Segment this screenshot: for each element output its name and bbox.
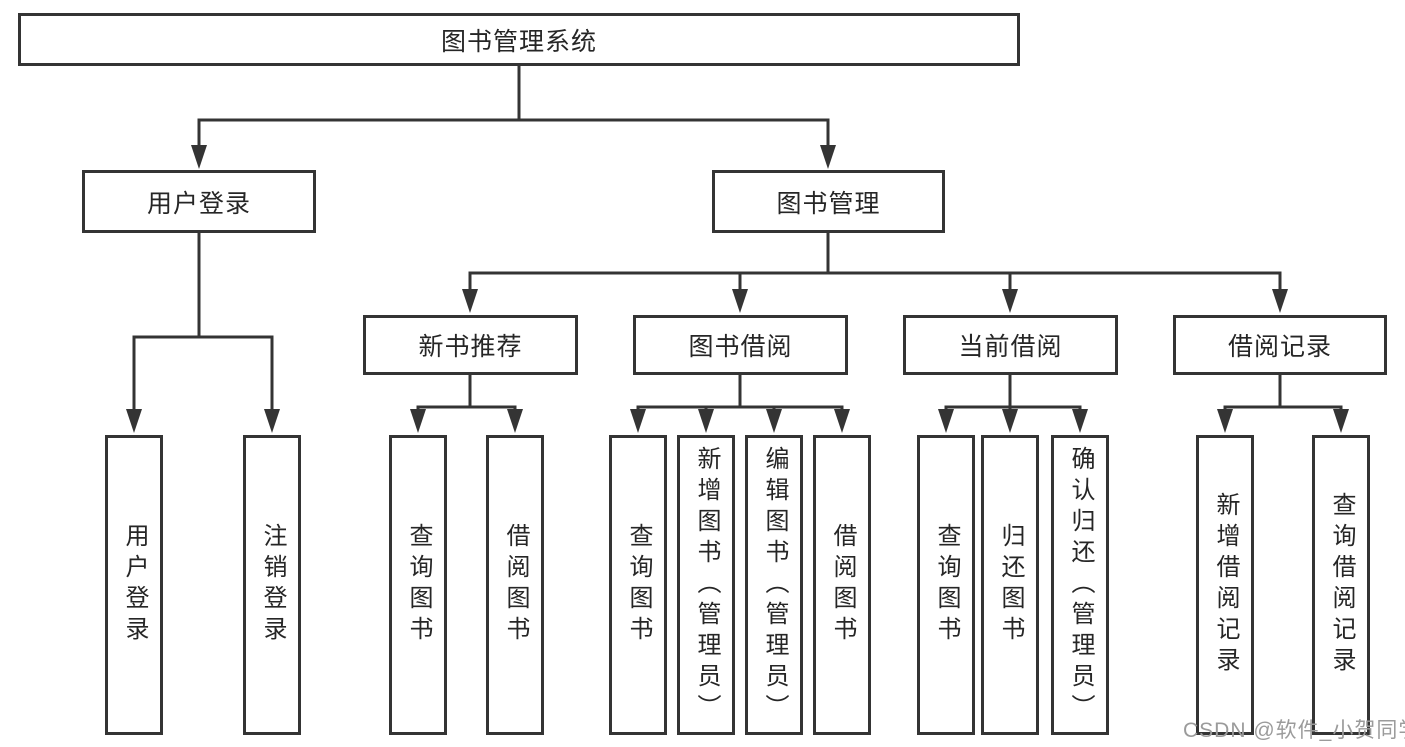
leaf-label: 归还图书 [997, 523, 1024, 647]
connector-borrow-record-to-leaves [1217, 375, 1349, 433]
leaf-borrow-books-2: 借阅图书 [813, 435, 871, 735]
node-current-borrow: 当前借阅 [903, 315, 1118, 375]
leaf-label: 用户登录 [121, 523, 148, 647]
connector-user-login-to-leaves [126, 233, 280, 433]
node-user-login: 用户登录 [82, 170, 316, 233]
leaf-add-borrow-record: 新增借阅记录 [1196, 435, 1254, 735]
connector-root-to-level2 [191, 66, 836, 169]
node-book-borrow: 图书借阅 [633, 315, 848, 375]
leaf-label: 确认归还（管理员） [1067, 445, 1094, 725]
node-borrow-records: 借阅记录 [1173, 315, 1387, 375]
connector-current-borrow-to-leaves [938, 375, 1088, 433]
leaf-query-books-3: 查询图书 [917, 435, 975, 735]
leaf-query-books-1: 查询图书 [389, 435, 447, 735]
connector-new-book-to-leaves [410, 375, 523, 433]
leaf-label: 新增图书（管理员） [693, 445, 720, 725]
leaf-label: 编辑图书（管理员） [761, 445, 788, 725]
leaf-label: 查询借阅记录 [1328, 492, 1355, 678]
connector-book-management-to-level3 [462, 233, 1288, 313]
leaf-label: 查询图书 [933, 523, 960, 647]
leaf-label: 新增借阅记录 [1212, 492, 1239, 678]
connector-book-borrow-to-leaves [630, 375, 850, 433]
leaf-label: 查询图书 [625, 523, 652, 647]
node-new-book-recommend: 新书推荐 [363, 315, 578, 375]
leaf-label: 注销登录 [259, 523, 286, 647]
leaf-query-books-2: 查询图书 [609, 435, 667, 735]
leaf-edit-books-admin: 编辑图书（管理员） [745, 435, 803, 735]
leaf-add-books-admin: 新增图书（管理员） [677, 435, 735, 735]
leaf-label: 借阅图书 [502, 523, 529, 647]
leaf-return-books: 归还图书 [981, 435, 1039, 735]
node-book-management: 图书管理 [712, 170, 945, 233]
leaf-borrow-books-1: 借阅图书 [486, 435, 544, 735]
leaf-user-login: 用户登录 [105, 435, 163, 735]
csdn-watermark: CSDN @软件_小贺同学 [1183, 719, 1405, 742]
leaf-label: 查询图书 [405, 523, 432, 647]
leaf-confirm-return-admin: 确认归还（管理员） [1051, 435, 1109, 735]
node-root: 图书管理系统 [18, 13, 1020, 66]
leaf-label: 借阅图书 [829, 523, 856, 647]
leaf-logout-login: 注销登录 [243, 435, 301, 735]
leaf-query-borrow-record: 查询借阅记录 [1312, 435, 1370, 735]
